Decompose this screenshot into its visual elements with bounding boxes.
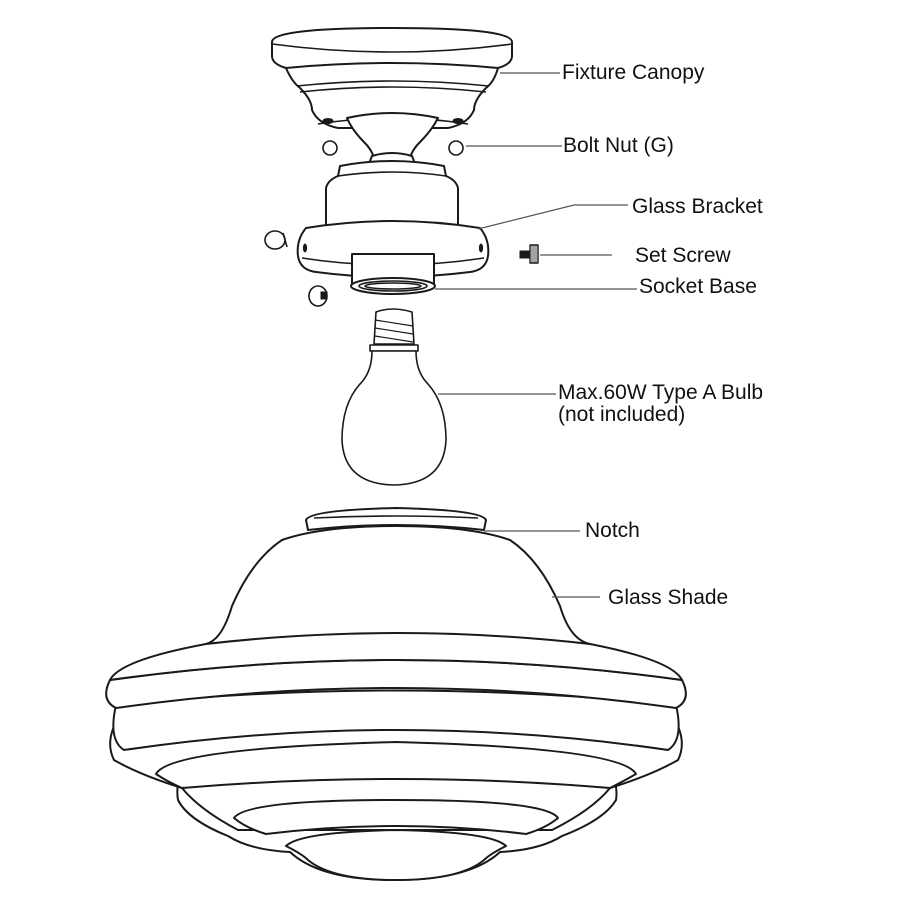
label-bolt-nut: Bolt Nut (G) [563,134,674,157]
glass-bracket-part [296,160,490,278]
fixture-canopy-part [271,27,513,167]
label-bulb-note: (not included) [558,403,686,426]
label-set-screw: Set Screw [635,244,731,267]
bolt-nut-right [448,140,464,156]
glass-shade-part [105,507,687,881]
bulb-part [341,308,447,486]
label-glass-bracket: Glass Bracket [632,195,763,218]
socket-base-part [350,253,436,295]
label-fixture-canopy: Fixture Canopy [562,61,705,84]
bolt-nut-left [322,140,338,156]
label-notch: Notch [585,519,640,542]
set-screw-part [519,244,539,264]
leader-lines [435,72,637,598]
label-socket-base: Socket Base [639,275,757,298]
label-bulb: Max.60W Type A Bulb [558,381,764,404]
thumb-screw-left [264,230,288,250]
set-screw-lower-left [308,285,328,307]
label-glass-shade: Glass Shade [608,586,729,609]
